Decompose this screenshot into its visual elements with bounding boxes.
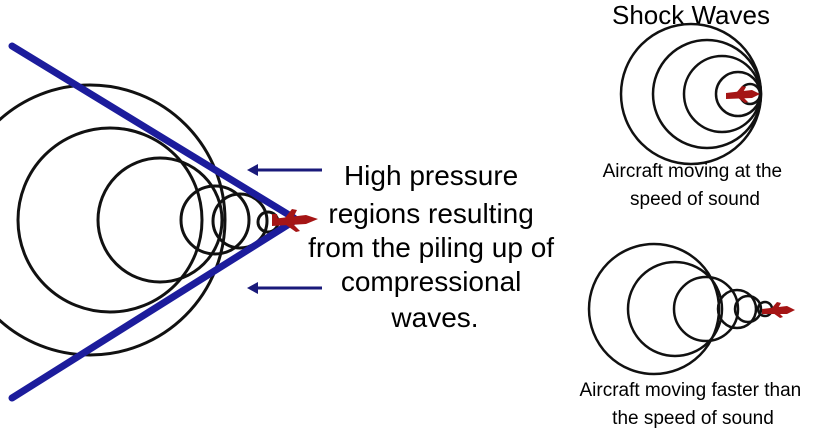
wave-circle <box>733 294 763 324</box>
supersonic-small-diagram <box>587 242 795 376</box>
wave-circle <box>716 288 758 330</box>
arrow-left-icon <box>247 282 322 294</box>
wave-circle <box>211 192 269 250</box>
aircraft-icon <box>726 86 760 103</box>
explanation-line: waves. <box>390 302 478 333</box>
caption-supersonic-line: the speed of sound <box>612 408 774 429</box>
caption-supersonic: Aircraft moving faster than the speed of… <box>579 380 806 429</box>
shock-cone <box>8 42 298 402</box>
wave-circle <box>0 83 227 357</box>
sonic-diagram <box>619 22 763 166</box>
page-title: Shock Waves <box>612 0 770 30</box>
wave-circle <box>179 184 251 256</box>
explanation-line: High pressure <box>344 160 518 191</box>
shock-cone-upper-line <box>8 42 298 222</box>
large-wave-circles <box>0 83 280 357</box>
caption-sonic: Aircraft moving at the speed of sound <box>603 161 788 210</box>
wave-circle <box>626 260 724 358</box>
large-supersonic-diagram <box>0 42 322 402</box>
aircraft-icon <box>272 209 318 232</box>
explanation-text: High pressure regions resulting from the… <box>308 160 562 333</box>
arrow-left-icon <box>247 164 322 176</box>
wave-circle <box>16 126 204 314</box>
explanation-line: regions resulting <box>328 198 533 229</box>
explanation-line: from the piling up of <box>308 232 554 263</box>
wave-circle <box>587 242 721 376</box>
shock-cone-lower-line <box>8 217 298 402</box>
wave-circle <box>96 156 224 284</box>
caption-sonic-line: speed of sound <box>630 189 760 210</box>
caption-supersonic-line: Aircraft moving faster than <box>579 380 801 401</box>
explanation-line: compressional <box>341 266 522 297</box>
aircraft-icon <box>762 302 795 318</box>
caption-sonic-line: Aircraft moving at the <box>603 161 783 182</box>
wave-circle <box>672 275 740 343</box>
supersonic-wave-circles <box>587 242 774 376</box>
